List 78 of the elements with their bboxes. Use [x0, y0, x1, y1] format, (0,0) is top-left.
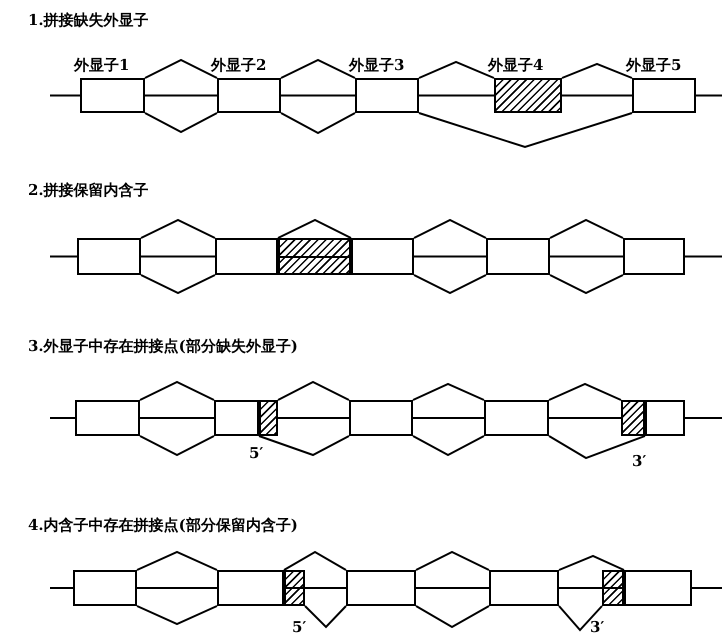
splicing-line: [144, 58, 218, 79]
splicing-line: [140, 218, 216, 239]
exon-label: 外显子1: [74, 56, 130, 74]
splicing-line: [284, 550, 346, 571]
splicing-line: [412, 435, 484, 456]
intron-line: [414, 256, 486, 258]
intron-line: [278, 417, 349, 419]
intron-line: [416, 587, 489, 589]
panel-title: 3.外显子中存在拼接点(部分缺失外显子): [28, 337, 298, 355]
exon-box: [624, 570, 692, 606]
splicing-line: [548, 382, 622, 401]
splice-site-label: 3′: [632, 452, 646, 470]
intron-line: [559, 587, 602, 589]
splice-site-label: 3′: [590, 618, 604, 636]
hatched-box: [278, 238, 351, 275]
splicing-line: [304, 605, 347, 628]
splicing-line: [258, 435, 350, 456]
intron-line: [140, 417, 214, 419]
hatched-box: [259, 400, 278, 436]
splicing-line: [136, 550, 218, 571]
exon-box: [214, 400, 259, 436]
splicing-line: [548, 435, 646, 460]
exon-box: [346, 570, 416, 606]
intron-line: [137, 587, 217, 589]
panel-title: 2.拼接保留内含子: [28, 181, 149, 199]
exon-box: [77, 238, 141, 275]
exon-label: 外显子3: [349, 56, 404, 74]
exon-box: [349, 400, 413, 436]
exon-box: [489, 570, 559, 606]
splicing-line: [140, 274, 216, 294]
splicing-line: [278, 380, 350, 401]
splicing-line: [412, 382, 484, 401]
hatched-box: [602, 570, 624, 606]
splicing-line: [144, 112, 218, 134]
exon-box: [623, 238, 685, 275]
intron-line: [141, 256, 215, 258]
exon-box: [645, 400, 685, 436]
splicing-line: [416, 550, 490, 571]
intron-line: [419, 94, 494, 96]
splicing-line: [558, 605, 603, 632]
exon-label: 外显子2: [211, 56, 266, 74]
exon-box: [486, 238, 550, 275]
exon-label: 外显子4: [488, 56, 544, 74]
splice-site-label: 5′: [249, 444, 264, 462]
splicing-line: [280, 112, 356, 134]
intron-line: [550, 256, 623, 258]
intron-line: [549, 417, 621, 419]
intron-line: [413, 417, 484, 419]
panel-title: 1.拼接缺失外显子: [28, 11, 149, 29]
splicing-line: [414, 218, 486, 239]
exon-box: [484, 400, 549, 436]
panel-title: 4.内含子中存在拼接点(部分保留内含子): [28, 516, 298, 534]
intron-line: [281, 94, 355, 96]
splicing-line: [414, 274, 486, 294]
intron-line: [305, 587, 346, 589]
exon-box: [73, 570, 137, 606]
splicing-line: [562, 62, 632, 79]
splicing-line: [278, 218, 352, 239]
splicing-line: [416, 605, 490, 628]
hatched-box: [621, 400, 645, 436]
intron-line: [562, 94, 632, 96]
splicing-line: [140, 380, 214, 401]
splicing-line: [140, 435, 214, 456]
intron-line: [145, 94, 217, 96]
splicing-line: [280, 58, 356, 79]
exon-box: [351, 238, 414, 275]
exon-box: [215, 238, 278, 275]
splicing-line: [418, 112, 632, 148]
splicing-line: [550, 274, 624, 294]
exon-box: [217, 570, 284, 606]
hatched-box: [284, 570, 305, 606]
splice-site-label: 5′: [292, 618, 306, 636]
exon-box: [75, 400, 140, 436]
splicing-line: [550, 218, 624, 239]
splicing-line: [418, 60, 494, 79]
exon-label: 外显子5: [626, 56, 682, 74]
splicing-line: [558, 554, 624, 571]
splicing-line: [136, 605, 218, 626]
